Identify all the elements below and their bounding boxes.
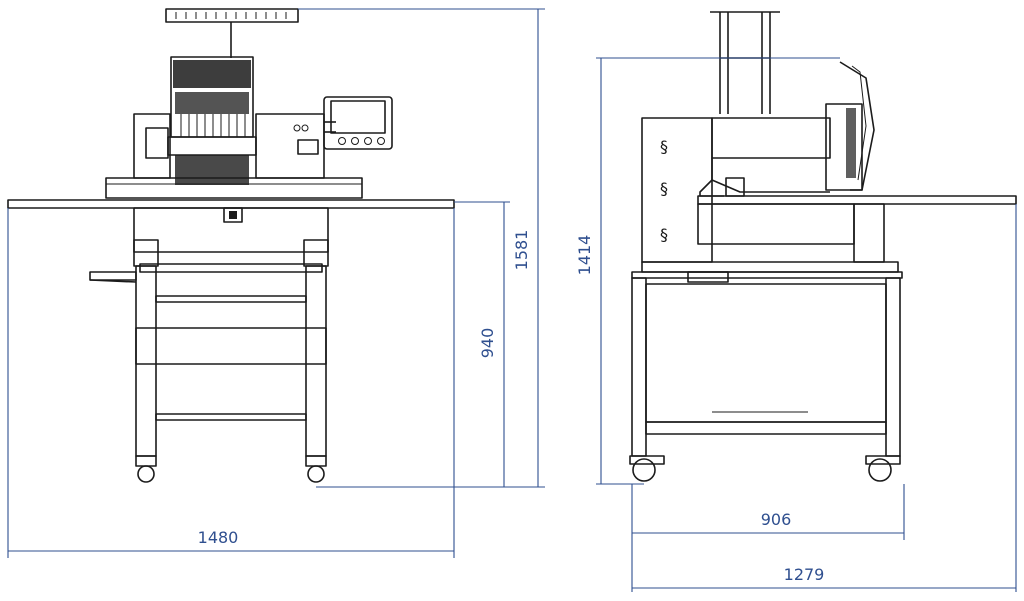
control-panel-front [323,96,393,150]
front-dimensions: 1480 1581 940 [7,8,545,558]
dim-front-total-height: 1581 [512,230,531,271]
machine-arm-side: § § § [641,61,875,263]
dim-front-width: 1480 [198,528,239,547]
dim-side-total-depth: 1279 [784,565,825,584]
thread-stand-front [165,8,299,58]
dim-side-base-depth: 906 [761,510,792,529]
thread-stand-side [710,11,780,114]
side-view: § § § [575,11,1017,592]
side-dimensions: 1414 906 1279 [575,57,1017,592]
dim-front-table-height: 940 [478,328,497,359]
svg-text:§: § [660,179,668,198]
stand-side [629,271,903,482]
dim-side-height: 1414 [575,235,594,276]
front-view: 1480 1581 940 [7,8,545,558]
bed-front [7,177,455,253]
svg-text:§: § [660,137,668,156]
svg-text:§: § [660,225,668,244]
stand-front [89,239,329,483]
table-side [641,195,1017,283]
needle-head-front [167,56,257,185]
